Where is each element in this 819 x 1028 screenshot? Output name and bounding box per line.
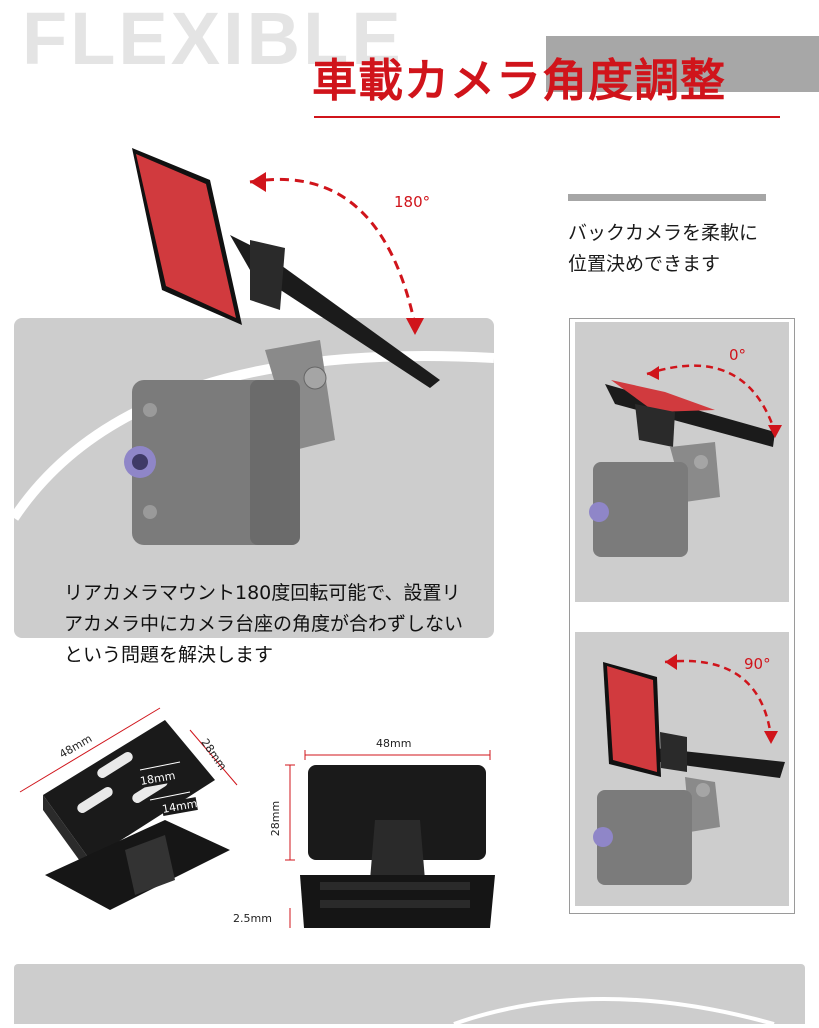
page-title: 車載カメラ角度調整 — [312, 54, 727, 107]
bottom-grey-panel — [14, 964, 805, 1026]
angle-label-0: 0° — [729, 346, 747, 364]
angle-label-180: 180° — [394, 193, 431, 211]
main-camera-illustration — [124, 148, 440, 545]
caption-line: リアカメラマウント180度回転可能で、設置リ — [64, 582, 461, 604]
dimension-label: 28mm — [269, 800, 283, 837]
right-mount-drawing — [285, 750, 495, 928]
description-line: バックカメラを柔軟に — [568, 222, 759, 244]
bottom-panel-curve — [453, 997, 775, 1026]
dimension-label: 2.5mm — [233, 912, 272, 925]
camera-90-illustration — [593, 654, 785, 885]
right-panel-bottom — [575, 632, 789, 906]
right-panel-top — [575, 322, 789, 602]
caption-text: リアカメラマウント180度回転可能で、設置リ アカメラ中にカメラ台座の角度が合わ… — [64, 578, 564, 671]
angle-label-90: 90° — [744, 655, 771, 673]
title-underline — [314, 116, 780, 118]
description-text: バックカメラを柔軟に 位置決めできます — [568, 218, 808, 280]
left-mount-drawing — [19, 707, 238, 910]
dimension-label: 48mm — [376, 737, 412, 750]
description-bar — [568, 194, 766, 201]
caption-line: という問題を解決します — [64, 644, 274, 666]
watermark-text: FLEXIBLE — [22, 0, 404, 80]
caption-line: アカメラ中にカメラ台座の角度が合わずしない — [64, 613, 464, 635]
description-line: 位置決めできます — [568, 253, 721, 275]
camera-0-illustration — [589, 364, 782, 557]
header-grey-bar — [546, 36, 819, 92]
